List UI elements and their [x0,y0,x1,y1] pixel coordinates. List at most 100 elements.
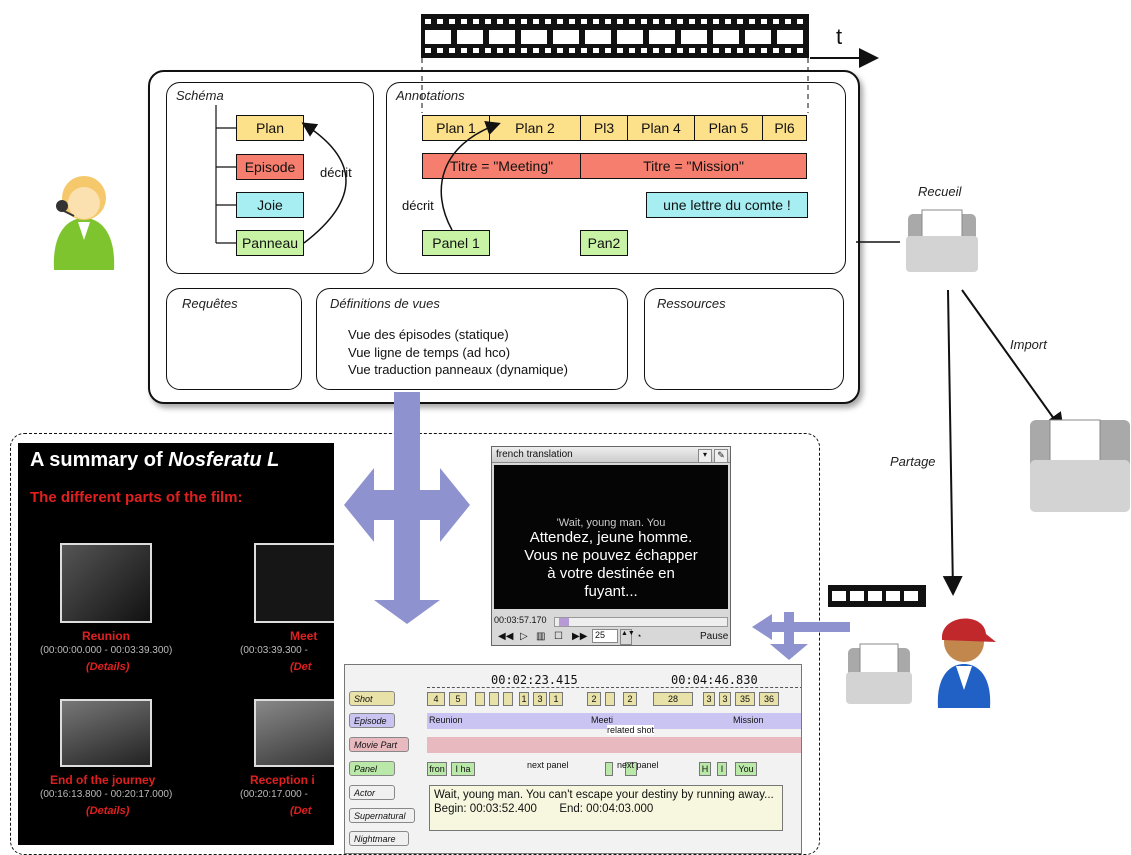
row-label-episode[interactable]: Episode [349,713,395,728]
pause-icon[interactable]: ▥ [536,631,546,642]
video-player: french translation ▾ ✎ 'Wait, young man.… [491,446,731,646]
thumbnail[interactable] [254,543,334,623]
user-arrows [752,612,850,660]
shot-cell[interactable]: 5 [449,692,467,706]
dropdown-icon[interactable]: ▾ [698,449,712,463]
rewind-icon[interactable]: ◀◀ [498,631,514,642]
shot-cell[interactable] [489,692,499,706]
row-label-movie-part[interactable]: Movie Part [349,737,409,752]
part-details[interactable]: (Det [290,661,312,673]
shot-cell[interactable]: 3 [703,692,715,706]
operator-avatar [53,176,115,270]
time-axis-label: t [836,24,843,49]
partage-label: Partage [890,454,936,469]
episode-cell[interactable]: Mission [733,715,764,725]
part-details[interactable]: (Details) [86,661,130,673]
requetes-title: Requêtes [182,296,238,311]
row-label-panel[interactable]: Panel [349,761,395,776]
shot-cell[interactable]: 28 [653,692,693,706]
panel-cell[interactable]: I ha [451,762,475,776]
annotation-relation-label: décrit [402,198,434,213]
shot-cell[interactable] [605,692,615,706]
ressources-title: Ressources [657,296,726,311]
panel-cell[interactable]: H [699,762,711,776]
shot-cell[interactable]: 36 [759,692,779,706]
annotation-describes-arrow [440,121,501,231]
annotation-tooltip: Wait, young man. You can't escape your d… [429,785,783,831]
titre-meeting: Titre = "Meeting" [422,153,581,179]
subtitle-fr-line: Attendez, jeune homme. [529,529,693,546]
subtitle-fr-line: à votre destinée en [547,565,675,582]
seek-handle[interactable] [559,618,569,626]
panel-cell[interactable]: I [717,762,727,776]
panel-cell[interactable] [605,762,613,776]
summary-subtitle: The different parts of the film: [30,489,243,506]
definition-item: Vue ligne de temps (ad hco) [348,345,511,360]
annotations-title: Annotations [396,88,465,103]
panel-track: fron I ha H I You [427,761,801,777]
timeline-time: 00:02:23.415 [491,673,578,687]
titre-mission: Titre = "Mission" [580,153,807,179]
panel-cell[interactable]: fron [427,762,447,776]
recueil-label: Recueil [918,184,962,199]
thumbnail[interactable] [60,699,152,767]
timeline-ruler [427,687,801,689]
panel-1: Panel 1 [422,230,490,256]
definitions-box [316,288,628,390]
audio-icon[interactable]: ◔ [636,631,642,641]
schema-describes-arrow [301,122,347,244]
part-name[interactable]: End of the journey [50,773,156,787]
shot-cell[interactable] [475,692,485,706]
episode-cell[interactable]: Meeti [591,715,614,725]
shot-cell[interactable]: 1 [519,692,529,706]
stop-icon[interactable]: ☐ [554,631,563,642]
shot-cell[interactable]: 2 [587,692,601,706]
plan-5: Plan 5 [694,115,763,141]
panel-cell[interactable] [625,762,637,776]
thumbnail[interactable] [254,699,334,767]
import-label: Import [1010,337,1047,352]
shot-cell[interactable]: 4 [427,692,445,706]
part-time: (00:20:17.000 - [240,789,308,800]
part-details[interactable]: (Details) [86,805,130,817]
row-label-nightmare[interactable]: Nightmare [349,831,409,846]
fps-input[interactable]: 25 [592,629,618,643]
definition-item: Vue des épisodes (statique) [348,327,509,342]
row-label-actor[interactable]: Actor [349,785,395,800]
shot-cell[interactable] [503,692,513,706]
panel-cell[interactable]: You [735,762,757,776]
plan-2: Plan 2 [489,115,581,141]
part-details[interactable]: (Det [290,805,312,817]
shot-cell[interactable]: 1 [549,692,563,706]
shot-cell[interactable]: 3 [719,692,731,706]
plan-3: Pl3 [580,115,628,141]
part-time: (00:00:00.000 - 00:03:39.300) [40,645,173,656]
plan-1: Plan 1 [422,115,490,141]
row-label-supernatural[interactable]: Supernatural [349,808,415,823]
part-time: (00:16:13.800 - 00:20:17.000) [40,789,173,800]
panel-2: Pan2 [580,230,628,256]
play-icon[interactable]: ▷ [520,631,528,642]
user-folder-icon [846,643,912,704]
tooltip-text: Wait, young man. You can't escape your d… [434,789,774,801]
shot-cell[interactable]: 2 [623,692,637,706]
next-panel-label: next panel [527,760,569,770]
shot-cell[interactable]: 35 [735,692,755,706]
episode-cell[interactable]: Reunion [429,715,463,725]
part-name[interactable]: Meet [290,629,318,643]
fps-stepper[interactable]: ▲▼ [620,629,635,645]
part-name[interactable]: Reunion [82,629,130,643]
thumbnail[interactable] [60,543,152,623]
import-folder-icon [1030,419,1130,512]
forward-icon[interactable]: ▶▶ [572,631,588,642]
shot-cell[interactable]: 3 [533,692,547,706]
row-label-shot[interactable]: Shot [349,691,395,706]
movie-part-track [427,737,801,753]
edit-icon[interactable]: ✎ [714,449,728,463]
plan-4: Plan 4 [627,115,695,141]
part-name[interactable]: Reception i [250,773,315,787]
seek-bar[interactable] [554,617,728,627]
video-screen[interactable]: 'Wait, young man. You Attendez, jeune ho… [494,465,728,609]
part-time: (00:03:39.300 - [240,645,308,656]
